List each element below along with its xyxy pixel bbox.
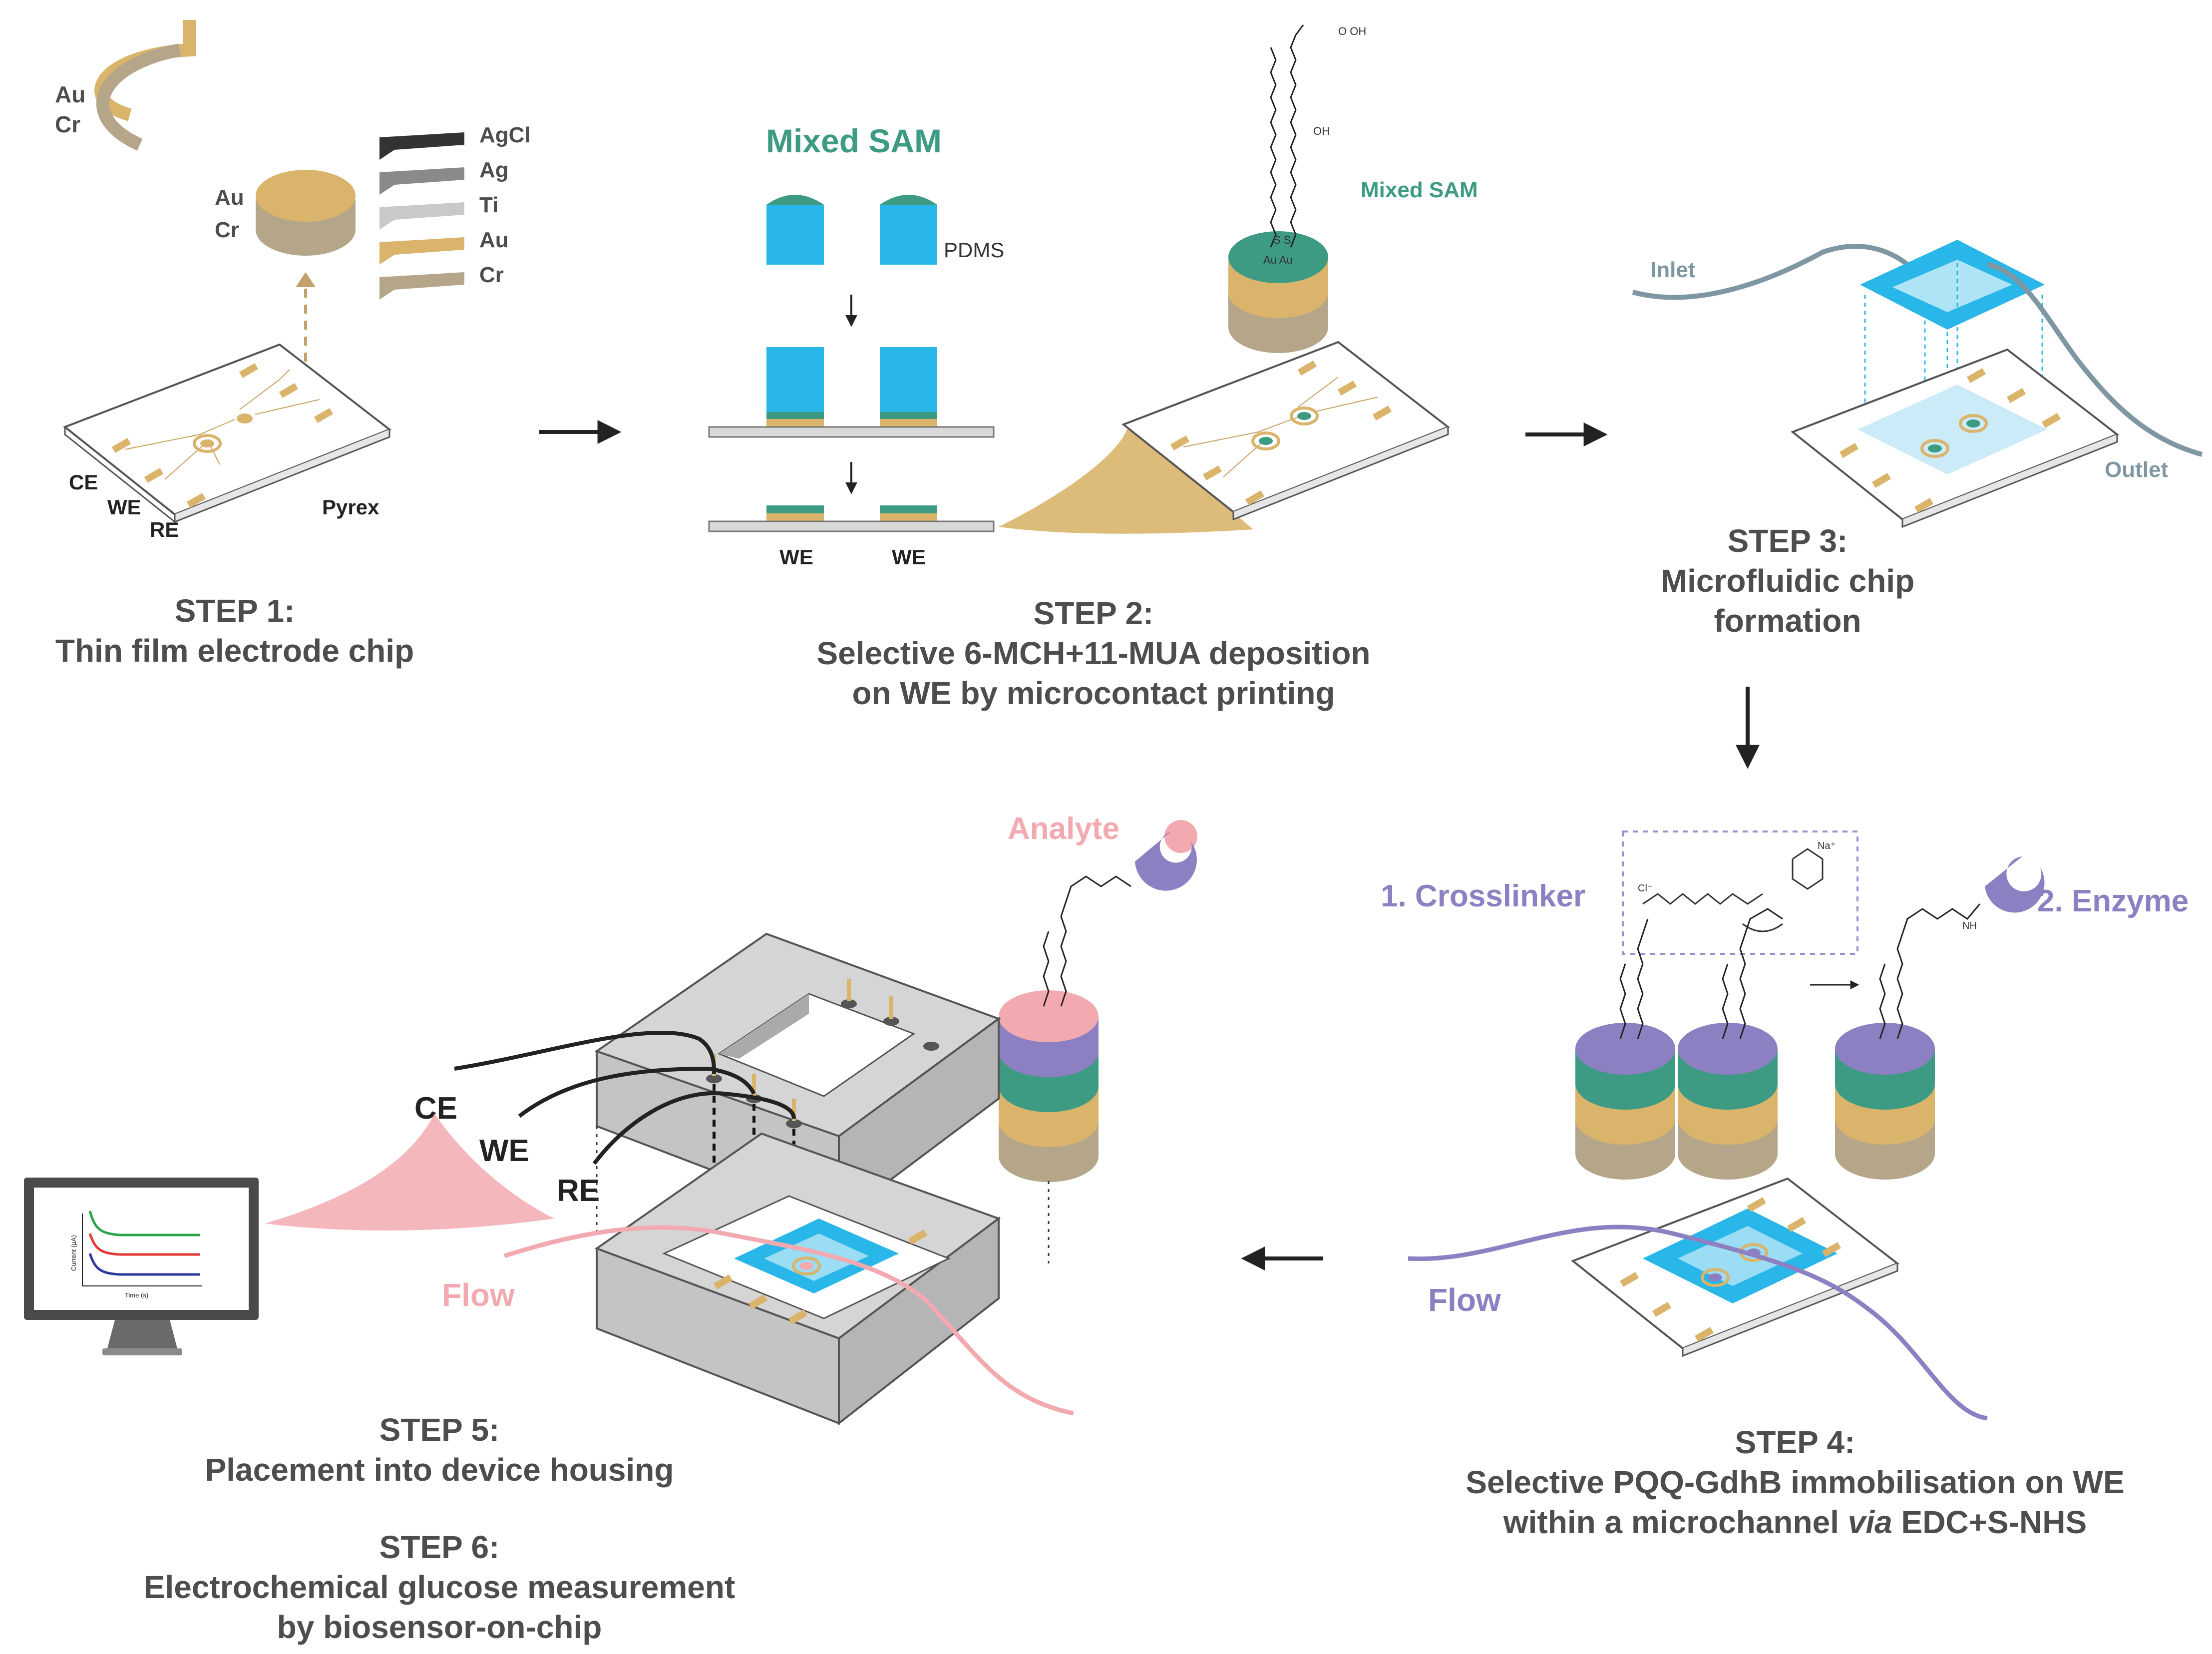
step5-molecules	[1043, 875, 1131, 1007]
step1-subtitle: Thin film electrode chip	[55, 633, 414, 669]
step6-title: STEP 6:	[379, 1529, 500, 1565]
cr-ring-layer	[96, 43, 181, 151]
analyte-label: Analyte	[1008, 812, 1119, 846]
outlet-tube	[1987, 262, 2203, 457]
step5-subtitle: Placement into device housing	[205, 1452, 674, 1488]
wire-label-we: WE	[479, 1134, 529, 1168]
pdms-stamps-inked	[766, 195, 937, 265]
pdms-label: PDMS	[944, 238, 1004, 262]
step4-subtitle-2: within a microchannel via EDC+S-NHS	[1503, 1504, 2087, 1540]
sam-disk-stack	[1228, 231, 1328, 353]
sam-chem-au: Au Au	[1263, 254, 1293, 266]
step2-panel: Mixed SAM PDMS WE	[708, 24, 1478, 711]
disk-label-au: Au	[215, 185, 244, 210]
chem-nh: NH	[1962, 920, 1977, 931]
mixed-sam-heading: Mixed SAM	[766, 122, 942, 159]
au-ring-layer	[94, 20, 196, 121]
analyte-molecule	[1164, 820, 1197, 853]
flow-tube-step5	[503, 1225, 1074, 1416]
housing-top	[594, 932, 1001, 1221]
step1-title: STEP 1:	[175, 593, 295, 629]
step4-panel: 1. Crosslinker 2. Enzyme Cl⁻ Na⁺	[1381, 830, 2189, 1540]
edc-molecule	[1642, 848, 1824, 932]
crosslinker-label: 1. Crosslinker	[1381, 879, 1585, 913]
step3-panel: Inlet Out	[1632, 240, 2203, 639]
disk-label-cr: Cr	[215, 218, 239, 242]
stack-label-ti: Ti	[479, 193, 498, 217]
electrode-label-re: RE	[150, 518, 179, 541]
inlet-label: Inlet	[1650, 258, 1696, 282]
step2-subtitle-1: Selective 6-MCH+11-MUA deposition	[817, 635, 1371, 671]
we-label-right: WE	[892, 545, 926, 569]
stack-label-cr: Cr	[479, 263, 504, 287]
chem-cl: Cl⁻	[1638, 883, 1652, 894]
housing-bottom	[594, 1132, 1001, 1426]
enzyme-label: 2. Enzyme	[2037, 884, 2189, 918]
printed-substrate	[708, 505, 995, 532]
flow-label-step4: Flow	[1428, 1282, 1501, 1318]
stack-label-ag: Ag	[479, 158, 509, 182]
step1-panel: Au Cr Au Cr AgCl Ag Ti Au Cr	[55, 20, 531, 669]
monitor	[24, 1178, 259, 1355]
step3-subtitle-1: Microfluidic chip	[1661, 563, 1914, 599]
substrate-label: Pyrex	[322, 495, 379, 519]
electrode-chip-step2	[1121, 341, 1451, 521]
flow-label-step5: Flow	[442, 1277, 515, 1313]
step5-panel: Analyte	[24, 812, 1197, 1645]
sam-chem-s: S S	[1273, 234, 1291, 246]
disk-stack-3	[1835, 1023, 1935, 1180]
step4-title: STEP 4:	[1735, 1424, 1855, 1460]
enzyme-shape	[1985, 856, 2045, 913]
electrode-label-ce: CE	[69, 470, 98, 494]
step4-subtitle-1: Selective PQQ-GdhB immobilisation on WE	[1466, 1464, 2124, 1500]
step2-title: STEP 2:	[1034, 595, 1154, 631]
wire-label-re: RE	[557, 1174, 600, 1208]
full-disk-stack	[999, 990, 1099, 1182]
step5-title: STEP 5:	[379, 1412, 500, 1448]
step3-title: STEP 3:	[1728, 523, 1848, 559]
stack-label-au: Au	[479, 228, 509, 252]
pdms-stamps-pressed	[708, 347, 995, 438]
connector-wires	[454, 1030, 796, 1165]
step4-molecules	[1619, 903, 1981, 1039]
zoom-cone-pink	[265, 1114, 554, 1231]
sam-chem-acid: O OH	[1338, 25, 1366, 37]
sam-chem-oh: OH	[1313, 125, 1330, 137]
zoom-cone-gold	[999, 424, 1253, 534]
disk-stack-2	[1678, 1023, 1778, 1180]
disk-stack-1	[1575, 1023, 1675, 1180]
au-disk	[256, 170, 356, 222]
chem-na: Na⁺	[1818, 840, 1836, 851]
step6-subtitle-1: Electrochemical glucose measurement	[144, 1569, 736, 1605]
electrode-chip-step4	[1571, 1177, 1900, 1357]
electrode-label-we: WE	[107, 495, 141, 519]
inlet-tube	[1632, 244, 1924, 300]
electrode-chip-step3	[1791, 348, 2120, 528]
layer-label-cr: Cr	[55, 111, 80, 137]
step3-subtitle-2: formation	[1714, 603, 1861, 639]
pdms-microchannel-layer	[1860, 240, 2045, 330]
step2-subtitle-2: on WE by microcontact printing	[852, 675, 1335, 711]
crosslinker-box	[1622, 830, 1858, 955]
outlet-label: Outlet	[2105, 457, 2168, 482]
monitor-xlabel: Time (s)	[125, 1291, 148, 1299]
sam-molecules	[1270, 24, 1304, 248]
re-layer-stack	[379, 132, 464, 300]
step6-subtitle-2: by biosensor-on-chip	[277, 1609, 602, 1645]
stack-label-agcl: AgCl	[479, 123, 531, 147]
enzyme-with-analyte	[1135, 831, 1197, 891]
monitor-ylabel: Current (μA)	[70, 1235, 77, 1271]
layer-label-au: Au	[55, 81, 85, 107]
we-label-left: WE	[779, 545, 813, 569]
mixed-sam-label: Mixed SAM	[1361, 178, 1478, 202]
flow-tube-step4	[1408, 1225, 1988, 1421]
electrode-chip	[63, 343, 392, 523]
